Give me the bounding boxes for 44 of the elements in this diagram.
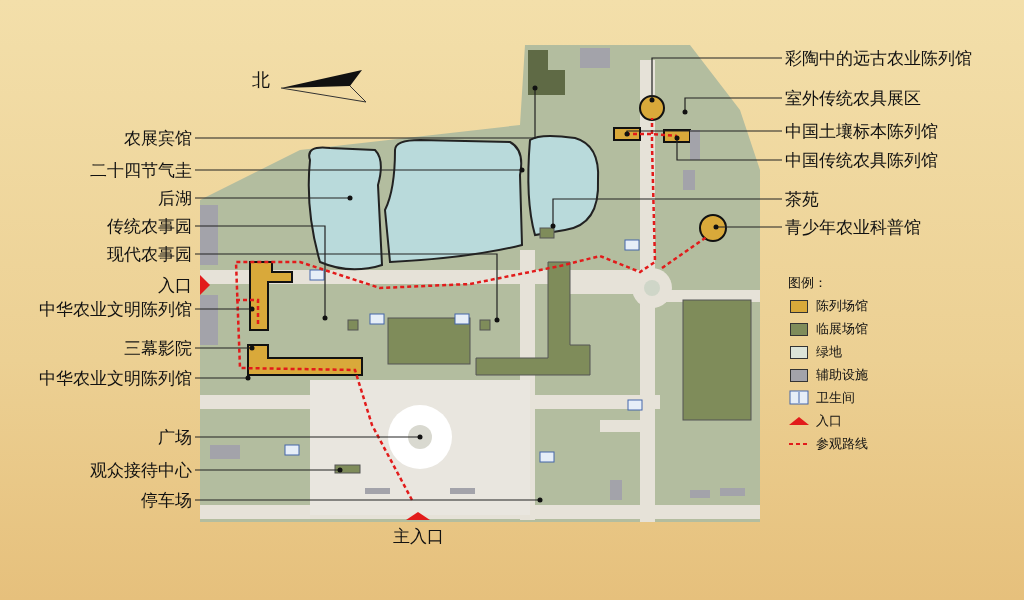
leader-line [194, 85, 538, 139]
place-label: 停车场 [141, 489, 192, 511]
place-label: 传统农事园 [107, 215, 192, 237]
place-label: 现代农事园 [107, 243, 192, 265]
legend-label: 辅助设施 [816, 367, 868, 383]
leader-line [682, 97, 783, 115]
place-label: 青少年农业科普馆 [785, 216, 921, 238]
place-label: 二十四节气圭 [90, 159, 192, 181]
place-label: 中国传统农具陈列馆 [785, 149, 938, 171]
leader-line [194, 225, 328, 321]
legend-heading: 图例： [788, 274, 827, 292]
leader-line [194, 306, 255, 312]
legend-label: 入口 [816, 413, 842, 429]
leader-line [194, 345, 255, 351]
place-label: 中华农业文明陈列馆 [39, 298, 192, 320]
leader-line [194, 467, 343, 473]
legend-label: 绿地 [816, 344, 842, 360]
leader-line [194, 167, 525, 173]
main-entrance-label: 主入口 [393, 525, 444, 547]
leader-line [713, 224, 783, 230]
legend-label: 陈列场馆 [816, 298, 868, 314]
leader-line [194, 497, 543, 503]
leader-line [624, 130, 783, 137]
place-label: 观众接待中心 [90, 459, 192, 481]
entrance-label: 入口 [158, 274, 192, 296]
legend-label: 临展场馆 [816, 321, 868, 337]
place-label: 中华农业文明陈列馆 [39, 367, 192, 389]
place-label: 茶苑 [785, 188, 819, 210]
legend-label: 参观路线 [816, 436, 868, 452]
place-label: 后湖 [158, 187, 192, 209]
place-label: 室外传统农具展区 [785, 87, 921, 109]
leader-line [649, 57, 783, 103]
place-label: 彩陶中的远古农业陈列馆 [785, 47, 972, 69]
place-label: 三幕影院 [124, 337, 192, 359]
leader-line [550, 198, 783, 229]
compass-direction-label: 北 [252, 69, 270, 91]
place-label: 广场 [158, 426, 192, 448]
legend-label: 卫生间 [816, 390, 855, 406]
leader-line [194, 375, 251, 381]
leader-line [674, 135, 783, 161]
leader-line [194, 434, 423, 440]
leader-line [194, 253, 500, 323]
place-label: 中国土壤标本陈列馆 [785, 120, 938, 142]
place-label: 农展宾馆 [124, 127, 192, 149]
